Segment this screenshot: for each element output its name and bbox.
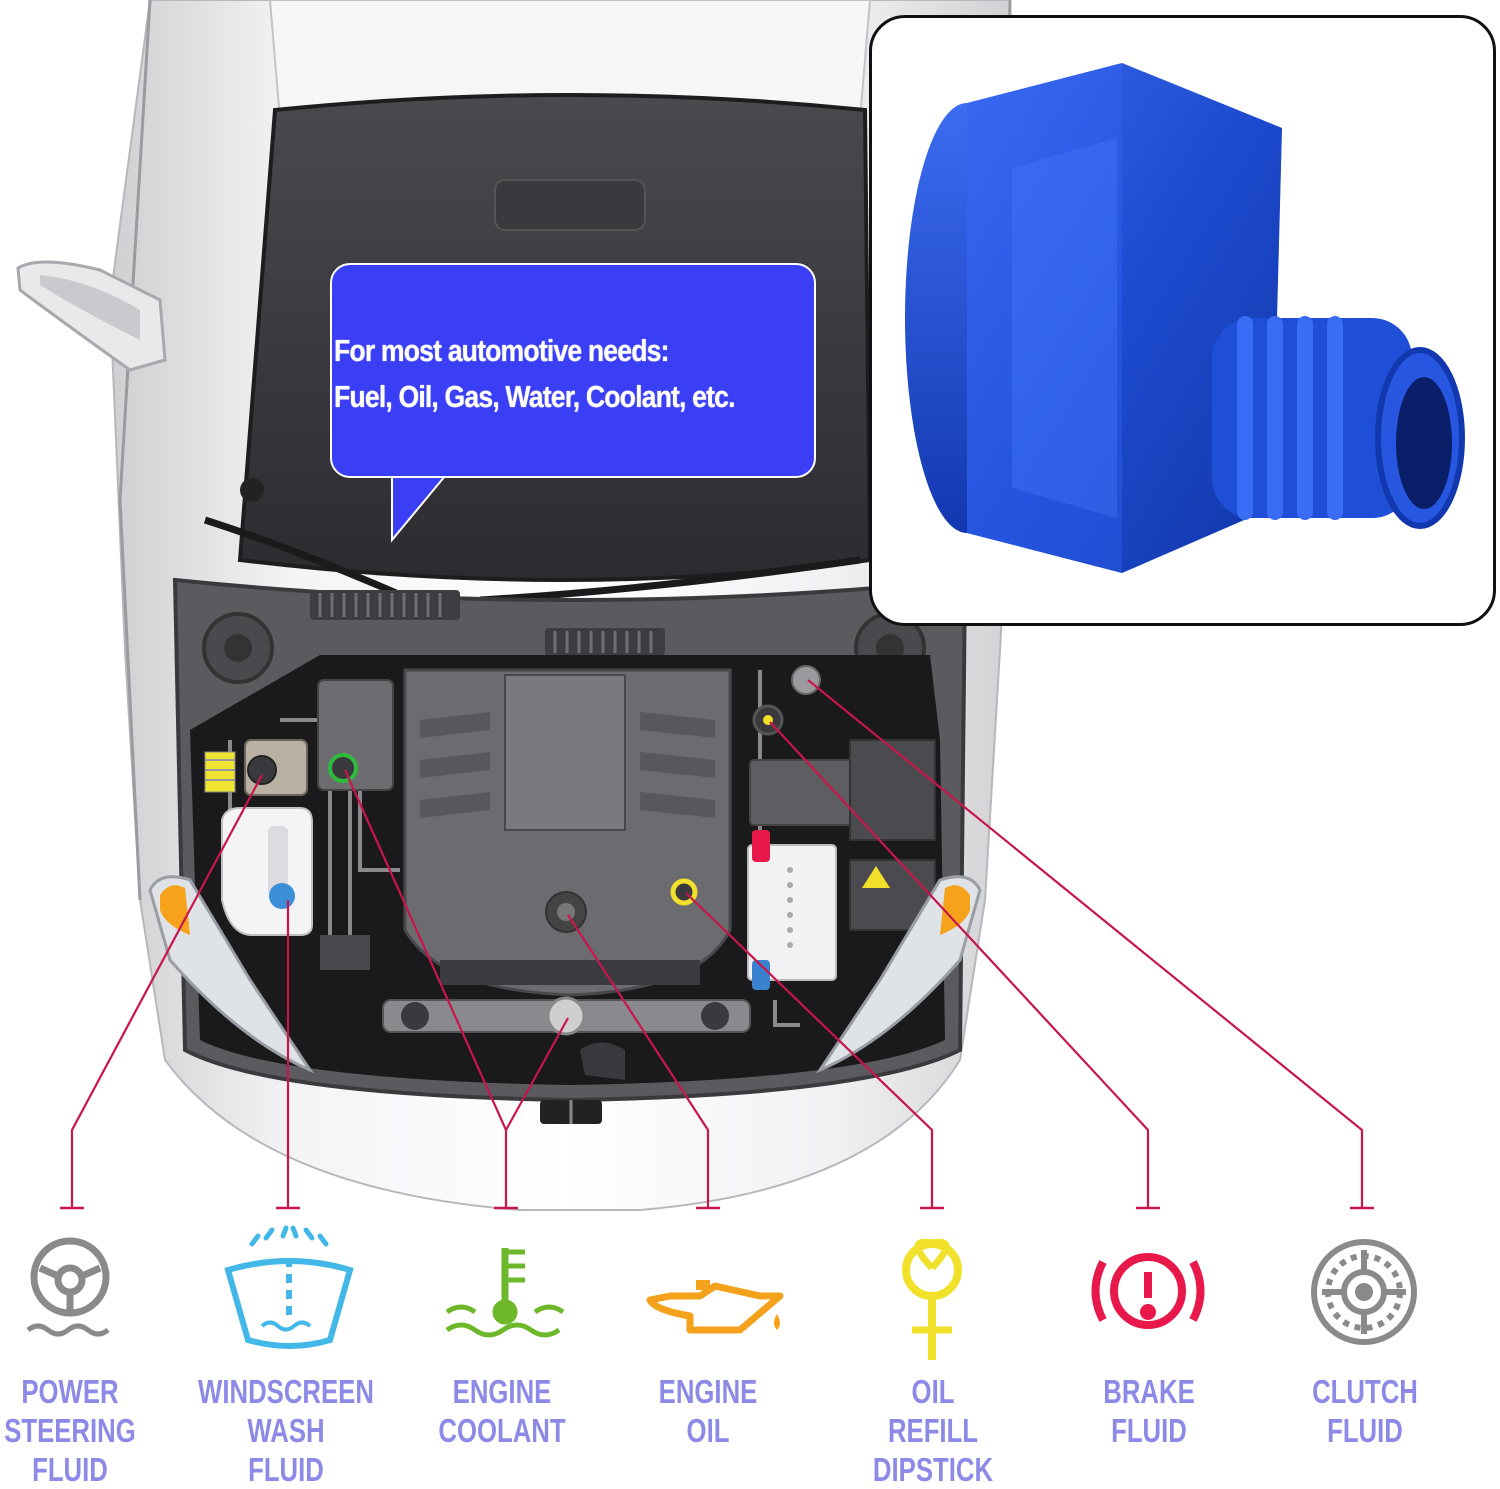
callout-line-2: Fuel, Oil, Gas, Water, Coolant, etc. <box>334 379 735 414</box>
label-oil-refill-dipstick: OIL REFILL DIPSTICK <box>872 1373 994 1488</box>
label-windscreen-wash-fluid: WINDSCREEN WASH FLUID <box>198 1373 374 1488</box>
label-engine-oil: ENGINE OIL <box>658 1373 758 1449</box>
brake-warning-icon <box>1091 1253 1205 1329</box>
fitting-inset <box>869 15 1496 626</box>
coolant-temperature-icon <box>445 1248 565 1338</box>
steering-wheel-fluid-icon <box>26 1237 110 1337</box>
label-clutch-fluid: CLUTCH FLUID <box>1312 1373 1418 1449</box>
leader-lines <box>70 679 1364 1208</box>
clutch-disc-icon <box>1311 1239 1417 1345</box>
callout-line-1: For most automotive needs: <box>334 333 669 368</box>
dipstick-icon <box>902 1238 962 1360</box>
windscreen-washer-icon <box>224 1225 354 1349</box>
label-power-steering-fluid: POWER STEERING FLUID <box>4 1373 136 1488</box>
blue-an-fitting-image <box>905 63 1465 573</box>
engine-bay <box>172 577 968 1103</box>
callout-text: For most automotive needs: Fuel, Oil, Ga… <box>334 328 781 420</box>
callout-bubble <box>330 263 816 478</box>
label-brake-fluid: BRAKE FLUID <box>1103 1373 1195 1449</box>
label-engine-coolant: ENGINE COOLANT <box>438 1373 566 1449</box>
oil-can-icon <box>646 1280 784 1334</box>
